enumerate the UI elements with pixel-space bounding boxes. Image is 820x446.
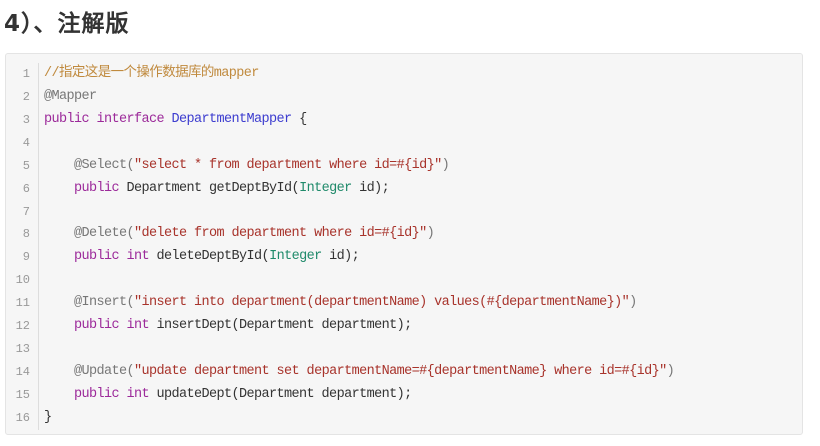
code-token-plain: } [44,409,52,425]
line-number: 9 [22,250,30,265]
line-number: 16 [15,410,30,425]
code-token-plain [44,387,74,402]
code-token-annotation: @Select( [74,157,135,173]
line-number: 14 [15,364,30,379]
code-line: public int updateDept(Department departm… [44,384,674,407]
code-line: public Department getDeptById(Integer id… [44,178,674,201]
line-number: 15 [15,387,30,402]
line-number: 6 [22,181,30,196]
code-token-annotation: ) [426,226,435,242]
code-token-plain [44,364,74,379]
code-token-string: "update department set departmentName=#{… [134,363,667,379]
code-token-plain [44,318,74,333]
code-token-plain: deleteDeptById( [156,249,270,265]
code-token-keyword: public int [74,249,157,265]
code-token-plain: { [291,111,307,127]
code-lines: //指定这是一个操作数据库的mapper @Mapper public interf… [44,63,675,430]
code-token-keyword: public int [74,318,157,334]
code-token-plain: updateDept(Department department); [156,386,413,402]
code-token-keyword: public [74,180,127,196]
code-token-type: Integer [299,180,352,196]
code-token-title: DepartmentMapper [171,111,293,127]
code-token-plain [44,249,74,264]
line-number: 10 [15,273,30,288]
code-line [44,201,674,224]
line-number: 1 [22,67,30,81]
line-number: 3 [22,112,30,127]
code-line: @Mapper [44,86,674,109]
code-token-annotation: @Insert( [74,295,135,311]
line-number: 2 [22,89,30,104]
code-token-plain: insertDept(Department department); [156,318,413,334]
code-token-type: Integer [269,249,322,265]
code-token-string: "delete from department where id=#{id}" [134,226,427,242]
code-token-plain: Department getDeptById( [126,180,300,196]
code-token-annotation: @Update( [74,363,135,379]
line-number: 13 [15,342,30,357]
line-number: 12 [15,319,30,334]
code-line [44,269,674,292]
line-number: 5 [22,158,30,173]
code-line: @Select("select * from department where … [44,155,674,178]
line-number: 11 [15,296,30,311]
code-token-plain [44,158,74,173]
code-token-plain [44,295,74,310]
section-heading: 4）、注解版 [4,11,130,37]
code-token-string: "insert into department(departmentName) … [134,295,630,311]
code-token-plain: id); [321,249,360,265]
code-line [44,338,674,361]
code-token-annotation: ) [441,157,450,173]
code-line: public int insertDept(Department departm… [44,315,674,338]
code-token-annotation: @Mapper [44,88,97,104]
line-number: 8 [22,227,30,242]
code-token-plain: id); [351,180,390,196]
code-token-keyword: public interface [44,111,172,127]
code-line: public int deleteDeptById(Integer id); [44,246,674,269]
code-token-plain [44,181,74,196]
line-number: 4 [22,135,30,150]
code-line: //指定这是一个操作数据库的mapper [44,63,674,86]
code-token-plain [44,226,74,241]
code-token-annotation: ) [666,363,675,379]
code-token-keyword: public int [74,386,157,402]
code-line: @Update("update department set departmen… [44,361,675,384]
code-line: public interface DepartmentMapper { [44,109,674,132]
code-line [44,132,674,155]
line-number: 7 [22,204,30,219]
code-token-annotation: ) [629,295,637,311]
code-token-comment: //指定这是一个操作数据库的mapper [44,66,259,81]
code-token-annotation: @Delete( [74,226,135,242]
code-line: @Insert("insert into department(departme… [44,292,674,315]
code-line: @Delete("delete from department where id… [44,223,674,246]
code-line: } [44,407,674,430]
code-token-string: "select * from department where id=#{id}… [134,157,442,173]
